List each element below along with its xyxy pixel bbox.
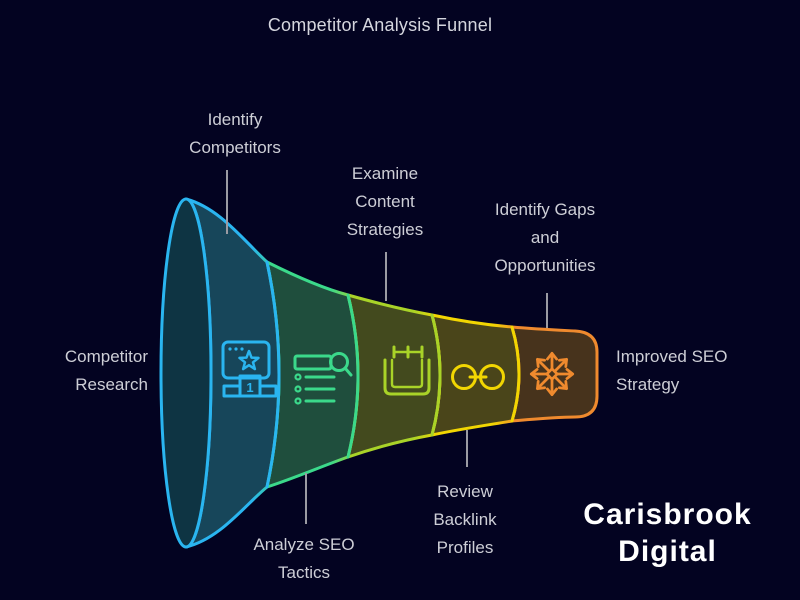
brand-logo-line1: Carisbrook	[583, 498, 752, 531]
seo-checklist-search-icon	[293, 352, 353, 405]
stage-label-analyze-seo-tactics: Analyze SEO Tactics	[253, 535, 355, 582]
funnel-segment-5	[510, 325, 599, 423]
svg-text:1: 1	[246, 380, 253, 395]
funnel-output-label: Improved SEO Strategy	[616, 347, 728, 394]
funnel-mouth-ellipse	[159, 197, 213, 549]
funnel-divider-1	[265, 260, 281, 489]
stage-label-identify-gaps-opportunities: Identify Gaps and Opportunities	[494, 200, 596, 275]
funnel-input-label: Competitor Research	[64, 347, 148, 394]
content-calendar-icon	[383, 345, 431, 396]
ranking-browser-icon: 1	[221, 340, 278, 398]
brand-logo-line2: Digital	[618, 535, 717, 568]
stage-label-review-backlink-profiles: Review Backlink Profiles	[433, 482, 497, 557]
gaps-compass-arrows-icon	[529, 351, 575, 397]
stage-label-identify-competitors: Identify Competitors	[189, 110, 281, 157]
backlink-chain-icon	[451, 364, 505, 390]
funnel-divider-3	[430, 313, 442, 437]
funnel-divider-2	[346, 293, 360, 459]
page-title: Competitor Analysis Funnel	[267, 15, 493, 35]
stage-label-examine-content-strategies: Examine Content Strategies	[346, 164, 424, 239]
brand-logo: Carisbrook Digital	[545, 496, 790, 570]
funnel-segment-2	[265, 260, 360, 489]
funnel-divider-4	[510, 325, 521, 423]
funnel-segment-3	[346, 293, 442, 459]
